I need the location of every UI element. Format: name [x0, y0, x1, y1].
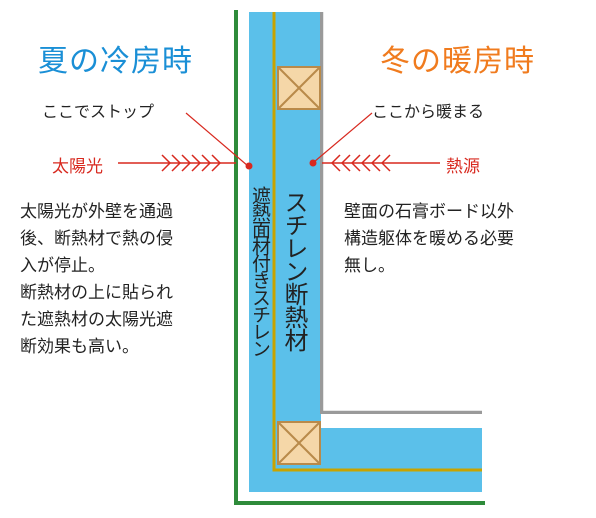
outer-wall-line — [234, 10, 485, 505]
gypsum-board-inner — [323, 12, 482, 411]
reflective-foam-label: 遮熱面材付きスチレン — [249, 186, 271, 356]
beam-lower — [277, 421, 321, 465]
beam-upper — [277, 66, 321, 110]
reflective-foil-line — [272, 12, 482, 472]
sunlight-chevrons — [161, 154, 222, 172]
gypsum-board-outline — [320, 12, 482, 414]
summer-title: 夏の冷房時 — [38, 44, 193, 79]
foam-insulation-label: スチレン断熱材 — [280, 190, 308, 351]
winter-description-line: 壁面の石膏ボード以外 — [344, 202, 514, 222]
winter-description-line: 構造躯体を暖める必要 — [344, 229, 514, 249]
summer-description-line: た遮熱材の太陽光遮 — [20, 310, 173, 330]
summer-callout: ここでストップ — [42, 102, 155, 121]
winter-start-point — [309, 159, 317, 167]
summer-description-line: 断熱材の上に貼られ — [20, 283, 173, 303]
winter-title: 冬の暖房時 — [380, 44, 535, 79]
summer-callout-leader — [185, 112, 249, 167]
summer-description-line: 入が停止。 — [20, 256, 105, 276]
winter-callout: ここから暖まる — [372, 102, 485, 121]
heat-source-label: 熱源 — [446, 157, 480, 177]
summer-description: 太陽光が外壁を通過 後、断熱材で熱の侵 入が停止。 断熱材の上に貼られ た遮熱材… — [20, 199, 230, 361]
summer-description-line: 太陽光が外壁を通過 — [20, 202, 173, 222]
summer-stop-point — [245, 162, 253, 170]
heat-chevrons — [330, 154, 391, 172]
summer-description-line: 後、断熱材で熱の侵 — [20, 229, 173, 249]
summer-description-line: 断効果も高い。 — [20, 337, 139, 357]
winter-description: 壁面の石膏ボード以外 構造躯体を暖める必要 無し。 — [344, 199, 584, 280]
sunlight-label: 太陽光 — [52, 157, 103, 177]
winter-callout-leader — [313, 112, 373, 163]
winter-description-line: 無し。 — [344, 256, 395, 276]
